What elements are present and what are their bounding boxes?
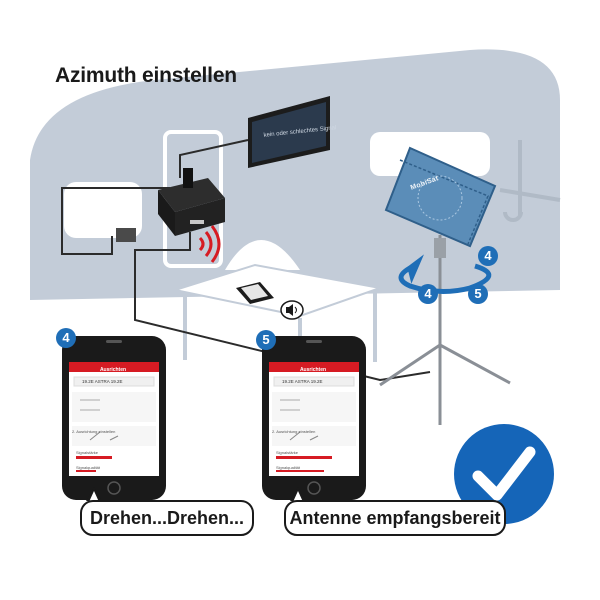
- checkmark-icon: [454, 424, 554, 524]
- speech-bubble-ready: Antenne empfangsbereit: [284, 500, 506, 536]
- app-label-right: 2. Ausrichtung einstellen: [272, 429, 316, 434]
- flat-antenna: [384, 146, 497, 248]
- step-badge: 5: [256, 330, 276, 350]
- app-label-left: 2. Ausrichtung einstellen: [72, 429, 116, 434]
- caravan-hitch: [499, 140, 561, 222]
- app-label-right: Signalqualität: [276, 465, 301, 470]
- phone-left: [62, 336, 166, 500]
- rotate-arrow-icon: [398, 254, 492, 294]
- app-label-left: Signalstärke: [76, 450, 99, 455]
- speech-bubble-rotating: Drehen...Drehen...: [80, 500, 254, 536]
- app-satellite-right: 19.2E ASTRA 19.2E: [282, 379, 323, 384]
- speaker-icon: [280, 300, 304, 320]
- wall-outlet: [116, 228, 136, 242]
- app-satellite-left: 19.2E ASTRA 19.2E: [82, 379, 123, 384]
- bubble-tail: [89, 491, 99, 502]
- receiver-box: [158, 168, 225, 236]
- tv: [248, 96, 330, 168]
- phone-right: [262, 336, 366, 500]
- table-top: [171, 263, 384, 318]
- bubble-tail: [293, 491, 303, 502]
- step-badge: 4: [56, 328, 76, 348]
- caravan-silhouette: [30, 49, 560, 300]
- step-badge: 4: [478, 246, 498, 266]
- app-label-left: Signalqualität: [76, 465, 101, 470]
- app-header-left: Ausrichten: [99, 367, 127, 373]
- tripod-collar: [434, 238, 446, 258]
- caravan-window-right: [370, 132, 490, 176]
- caravan-wheel-arch: [225, 240, 300, 270]
- step-badge: 4: [418, 284, 438, 304]
- table-phone: [236, 282, 274, 304]
- cable-receiver-left: [61, 187, 170, 255]
- step-badge: 5: [468, 284, 488, 304]
- cable-tv: [179, 139, 249, 178]
- app-header-right: Ausrichten: [299, 367, 327, 373]
- page-title: Azimuth einstellen: [55, 64, 237, 87]
- app-label-right: Signalstärke: [276, 450, 299, 455]
- caravan-window-left: [64, 182, 142, 238]
- wireless-signal-icon: [198, 225, 221, 263]
